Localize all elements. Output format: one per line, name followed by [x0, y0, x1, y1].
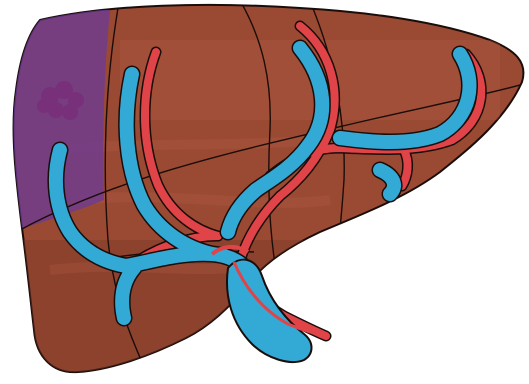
liver-illustration: [0, 0, 529, 384]
